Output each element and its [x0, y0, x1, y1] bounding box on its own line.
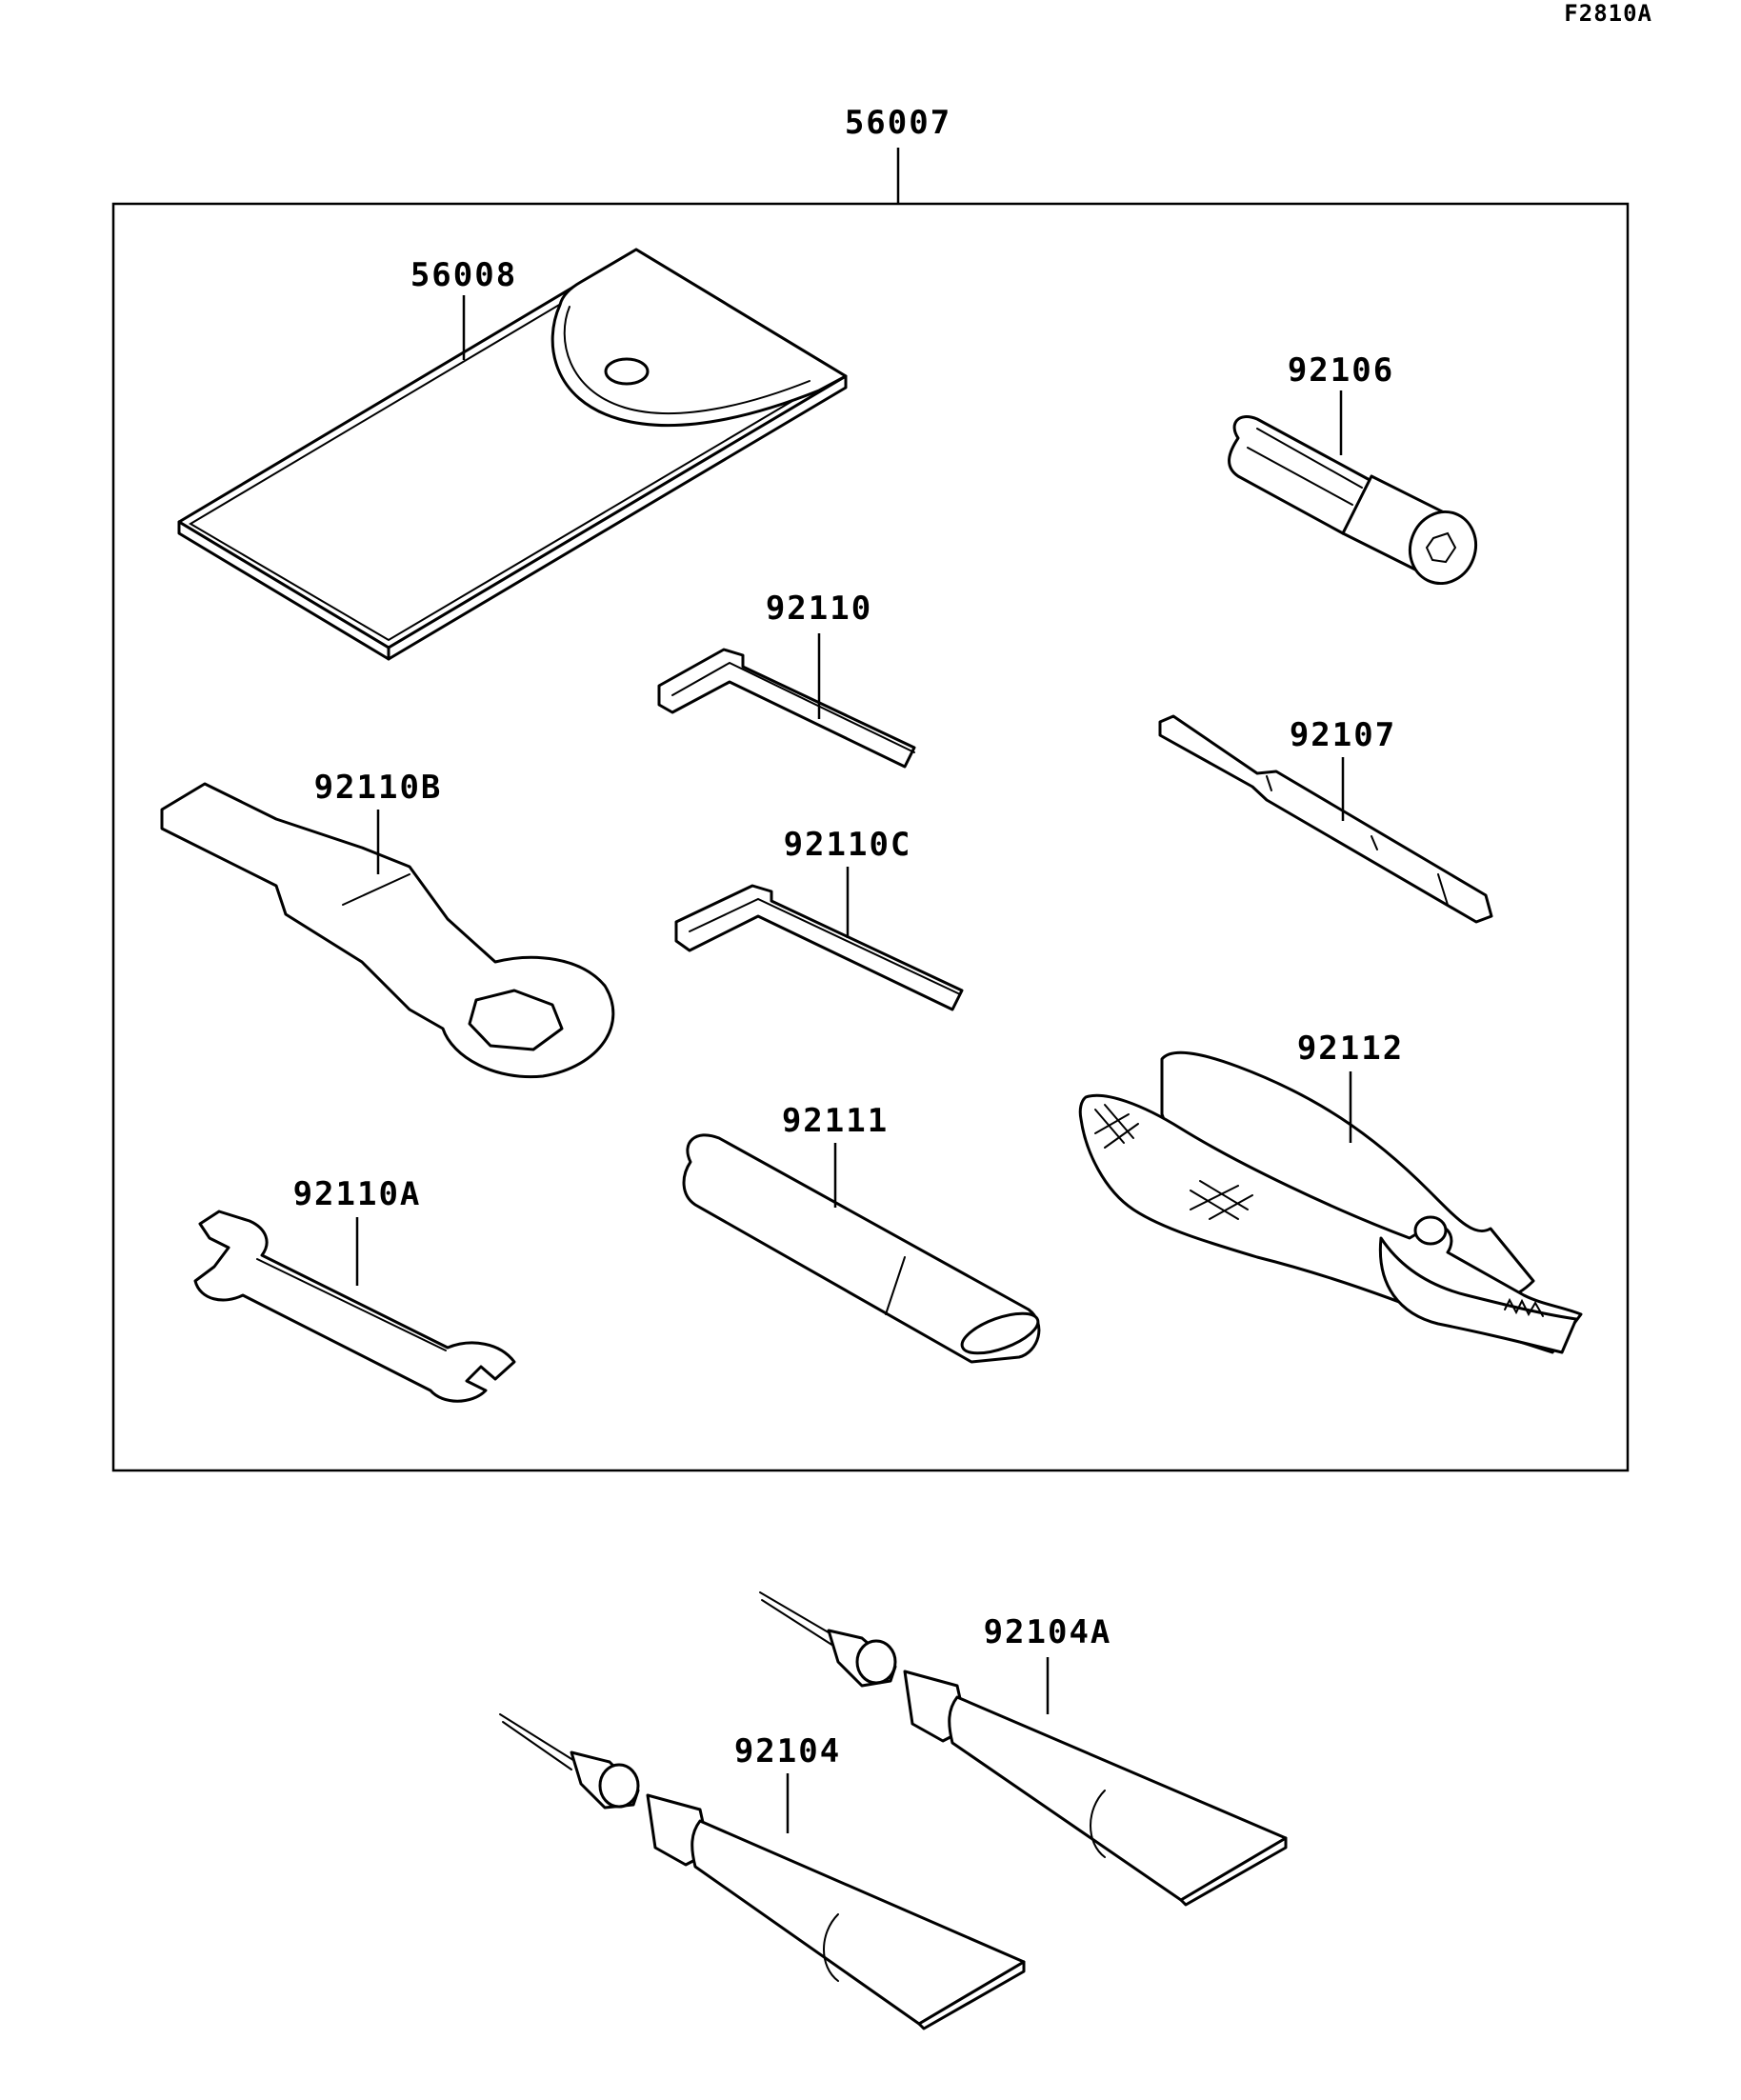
hex-key	[657, 648, 916, 769]
spark-plug-wrench-handle	[682, 1133, 1041, 1364]
label-hex-key: 92110	[766, 590, 872, 628]
label-hex-key-c: 92110C	[784, 826, 912, 864]
label-box-wrench: 92110B	[314, 769, 443, 807]
label-socket-bit: 92106	[1288, 351, 1394, 390]
figure-code: F2810A	[1564, 0, 1652, 27]
label-pliers: 92112	[1297, 1030, 1404, 1068]
toolkit-frame	[111, 202, 1630, 1472]
label-grease: 92104	[734, 1732, 841, 1770]
label-open-wrench: 92110A	[293, 1175, 422, 1213]
label-case: 56008	[410, 256, 517, 294]
grease-tube-a	[759, 1591, 1288, 1907]
tool-case	[177, 248, 848, 661]
pliers	[1078, 1050, 1583, 1354]
socket-bit	[1228, 415, 1477, 586]
label-kit: 56007	[845, 104, 951, 142]
open-end-wrench	[193, 1210, 516, 1403]
screwdriver-bit	[1158, 714, 1493, 924]
box-wrench	[160, 782, 615, 1079]
hex-key-c	[674, 884, 964, 1011]
grease-tube	[499, 1713, 1026, 2030]
label-grease-a: 92104A	[984, 1613, 1112, 1651]
label-handle: 92111	[782, 1102, 889, 1140]
label-screwdriver: 92107	[1290, 716, 1396, 754]
